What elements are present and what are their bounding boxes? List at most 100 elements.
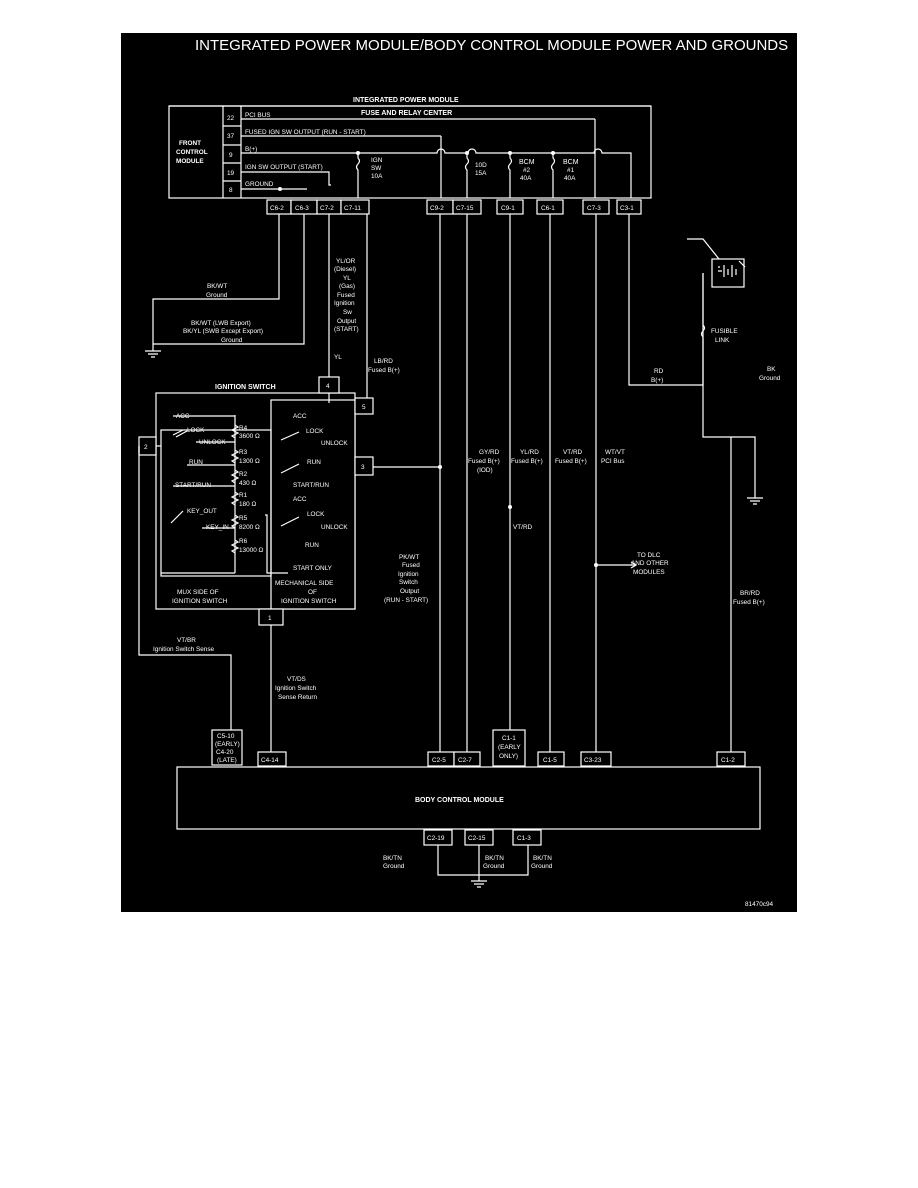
circuit-bplus: B(+) bbox=[245, 146, 257, 153]
res-r1-val: 180 Ω bbox=[239, 501, 256, 508]
mux-run: RUN bbox=[189, 459, 203, 466]
conn-c6-1: C6-1 bbox=[541, 205, 555, 212]
conn-c7-3: C7-3 bbox=[587, 205, 601, 212]
label-wtvt: WT/VT bbox=[605, 449, 625, 456]
mux-caption-1: MUX SIDE OF bbox=[177, 589, 219, 596]
ipm-pin-37: 37 bbox=[227, 133, 235, 140]
label-lbrd-fused: Fused B(+) bbox=[368, 367, 400, 374]
ign-pin-1: 1 bbox=[268, 615, 272, 622]
circuit-ground: GROUND bbox=[245, 181, 274, 188]
fuse-bcm2-3: 40A bbox=[520, 175, 532, 182]
fuse-ign-3: 10A bbox=[371, 173, 383, 180]
res-r6: R6 bbox=[239, 538, 248, 545]
label-gyrd-fused: Fused B(+) bbox=[468, 458, 500, 465]
label-swb-except: BK/YL (SWB Except Export) bbox=[183, 328, 263, 335]
label-lbrd: LB/RD bbox=[374, 358, 393, 365]
mux-key-out: KEY_OUT bbox=[187, 508, 217, 515]
mech-start-only: START ONLY bbox=[293, 565, 333, 572]
label-bktn-3: BK/TN bbox=[533, 855, 552, 862]
res-r4-val: 3600 Ω bbox=[239, 433, 260, 440]
res-r3: R3 bbox=[239, 449, 248, 456]
conn-c3-1: C3-1 bbox=[620, 205, 634, 212]
label-brrd-fused: Fused B(+) bbox=[733, 599, 765, 606]
label-vtrd-fused: Fused B(+) bbox=[555, 458, 587, 465]
label-ylor-2: YL bbox=[343, 275, 351, 282]
conn-c7-15: C7-15 bbox=[456, 205, 474, 212]
label-vtrd: VT/RD bbox=[563, 449, 583, 456]
label-rd: RD bbox=[654, 368, 664, 375]
label-dlc-2: MODULES bbox=[633, 569, 665, 576]
conn-c6-3: C6-3 bbox=[295, 205, 309, 212]
label-fusible-link: LINK bbox=[715, 337, 730, 344]
bcm-c1-2: C1-2 bbox=[721, 757, 735, 764]
mech-lock-1: LOCK bbox=[306, 428, 324, 435]
label-vtbr: VT/BR bbox=[177, 637, 196, 644]
mux-lock: LOCK bbox=[187, 427, 205, 434]
label-pkwt-4: Output bbox=[400, 588, 419, 595]
bcm-c5-10-early: (EARLY) bbox=[215, 741, 240, 748]
fcm-label-2: CONTROL bbox=[176, 149, 208, 156]
res-r1: R1 bbox=[239, 492, 248, 499]
mech-start-run: START/RUN bbox=[293, 482, 329, 489]
mech-run-1: RUN bbox=[307, 459, 321, 466]
fuse-10d-2: 15A bbox=[475, 170, 487, 177]
label-ylor-7: Output bbox=[337, 318, 356, 325]
label-bk-ground: Ground bbox=[759, 375, 781, 382]
label-ylor-5: Ignition bbox=[334, 300, 355, 307]
label-pkwt-2: Ignition bbox=[398, 571, 419, 578]
bcm-c2-7: C2-7 bbox=[458, 757, 472, 764]
diagram-title: INTEGRATED POWER MODULE/BODY CONTROL MOD… bbox=[195, 37, 788, 54]
fcm-label-3: MODULE bbox=[176, 158, 204, 165]
conn-c7-11: C7-11 bbox=[344, 205, 361, 212]
label-ylor-0: YL/OR bbox=[336, 258, 356, 265]
label-ylor-4: Fused bbox=[337, 292, 355, 299]
label-pkwt-5: (RUN - START) bbox=[384, 597, 428, 604]
label-bktn-2: BK/TN bbox=[485, 855, 504, 862]
label-ylrd-fused: Fused B(+) bbox=[511, 458, 543, 465]
mech-caption-3: IGNITION SWITCH bbox=[281, 598, 337, 605]
label-lwb-export: BK/WT (LWB Export) bbox=[191, 320, 251, 327]
ipm-pin-22: 22 bbox=[227, 115, 235, 122]
label-ylor-1: (Diesel) bbox=[334, 266, 356, 273]
label-ylor-6: Sw bbox=[343, 309, 352, 316]
ipm-pin-8: 8 bbox=[229, 187, 233, 194]
label-gyrd-iod: (IOD) bbox=[477, 467, 493, 474]
label-ylor-group: YL/OR (Diesel) YL (Gas) Fused Ignition S… bbox=[334, 258, 359, 333]
mech-acc-2: ACC bbox=[293, 496, 307, 503]
label-lwb-ground: Ground bbox=[221, 337, 243, 344]
bcm-c4-20: C4-20 bbox=[216, 749, 234, 756]
fuse-ign-2: SW bbox=[371, 165, 382, 172]
label-bktn-3-ground: Ground bbox=[531, 863, 553, 870]
circuit-ign-start: IGN SW OUTPUT (START) bbox=[245, 164, 323, 171]
mech-acc-1: ACC bbox=[293, 413, 307, 420]
mech-caption-1: MECHANICAL SIDE bbox=[275, 580, 333, 587]
mech-lock-2: LOCK bbox=[307, 511, 325, 518]
bcm-c1-1-only: ONLY) bbox=[499, 753, 518, 760]
label-fusible: FUSIBLE bbox=[711, 328, 738, 335]
bcm-c2-15: C2-15 bbox=[468, 835, 486, 842]
bcm-c1-1-early: (EARLY bbox=[498, 744, 521, 751]
label-ylor-3: (Gas) bbox=[339, 283, 355, 290]
ipm-pin-9: 9 bbox=[229, 152, 233, 159]
mech-caption-2: OF bbox=[308, 589, 317, 596]
res-r6-val: 13000 Ω bbox=[239, 547, 264, 554]
conn-c6-2: C6-2 bbox=[270, 205, 284, 212]
label-vtbr-sense: Ignition Switch Sense bbox=[153, 646, 215, 653]
fuse-ign-1: IGN bbox=[371, 157, 383, 164]
ign-pin-5: 5 bbox=[362, 404, 366, 411]
label-dlc-1: AND OTHER bbox=[631, 560, 669, 567]
fuse-center-title: FUSE AND RELAY CENTER bbox=[361, 110, 452, 117]
ignition-switch-title: IGNITION SWITCH bbox=[215, 384, 276, 391]
label-vtrd-mid: VT/RD bbox=[513, 524, 533, 531]
mechanical-side-box bbox=[270, 399, 356, 610]
circuit-fused-ign: FUSED IGN SW OUTPUT (RUN - START) bbox=[245, 129, 366, 136]
ipm-title: INTEGRATED POWER MODULE bbox=[353, 97, 459, 104]
fuse-bcm1-2: #1 bbox=[567, 167, 575, 174]
label-bktn-1: BK/TN bbox=[383, 855, 402, 862]
wiring-diagram: INTEGRATED POWER MODULE/BODY CONTROL MOD… bbox=[138, 37, 788, 908]
bcm-c3-23: C3-23 bbox=[584, 757, 602, 764]
bcm-title: BODY CONTROL MODULE bbox=[415, 797, 504, 804]
res-r3-val: 1300 Ω bbox=[239, 458, 260, 465]
label-bktn-2-ground: Ground bbox=[483, 863, 505, 870]
fcm-label-1: FRONT bbox=[179, 140, 201, 147]
